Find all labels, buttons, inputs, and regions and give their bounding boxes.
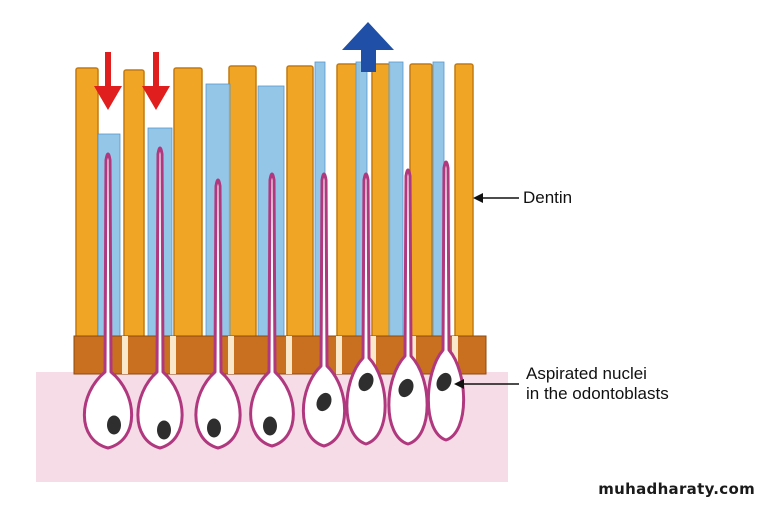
predentin-gap-6 xyxy=(370,336,376,374)
dentin-label: Dentin xyxy=(523,188,573,207)
predentin-gap-3 xyxy=(228,336,234,374)
label-pointers xyxy=(454,193,519,389)
odontoblast-nucleus-3 xyxy=(207,418,221,438)
predentin-gap-4 xyxy=(286,336,292,374)
predentin-gap-5 xyxy=(336,336,342,374)
dentin-column-1 xyxy=(75,67,99,339)
dentin-layer xyxy=(75,63,474,339)
odontoblast-cell-6 xyxy=(345,172,387,446)
odontoblast-cell-3 xyxy=(194,178,242,450)
odontoblast-nucleus-2 xyxy=(157,420,171,440)
predentin-band xyxy=(73,335,487,375)
dentin-column-2 xyxy=(123,69,145,339)
red-down-arrow-icon xyxy=(94,52,122,110)
dentin-column-5 xyxy=(286,65,314,339)
watermark: muhadharaty.com xyxy=(598,480,755,498)
predentin-gap-7 xyxy=(410,336,416,374)
odontoblast-cell-4 xyxy=(249,172,295,448)
direction-arrows xyxy=(94,22,394,110)
predentin-gap-8 xyxy=(452,336,458,374)
odontoblast-nucleus-6 xyxy=(358,372,374,392)
tubule-fluid-7 xyxy=(388,61,404,347)
odontoblast-cell-8 xyxy=(426,160,466,442)
dentin-column-9 xyxy=(454,63,474,339)
predentin-gap-2 xyxy=(170,336,176,374)
predentin-layer xyxy=(73,335,487,375)
odontoblast-cell-1 xyxy=(83,152,133,450)
odontoblast-cell-7 xyxy=(387,168,429,446)
pointer-arrow-icon xyxy=(473,193,483,203)
odontoblast-nucleus-1 xyxy=(107,415,121,435)
dentin-column-8 xyxy=(409,63,433,339)
dentin-column-7 xyxy=(371,63,391,339)
odontoblast-nucleus-8 xyxy=(436,372,452,392)
red-down-arrow-icon xyxy=(142,52,170,110)
blue-up-arrow-icon xyxy=(342,22,394,72)
odontoblast-nucleus-7 xyxy=(398,378,414,398)
nuclei-label-line2: in the odontoblasts xyxy=(526,384,669,403)
odontoblast-layer xyxy=(83,146,466,450)
odontoblast-cell-5 xyxy=(301,172,347,448)
odontoblast-nucleus-4 xyxy=(263,416,277,436)
odontoblast-cell-2 xyxy=(136,146,184,450)
nuclei-label-line1: Aspirated nuclei xyxy=(526,364,647,383)
pointer-arrow-icon xyxy=(454,379,464,389)
predentin-gap-1 xyxy=(122,336,128,374)
odontoblast-nucleus-5 xyxy=(316,392,332,412)
dentin-column-3 xyxy=(173,67,203,339)
dentin-column-4 xyxy=(228,65,257,339)
